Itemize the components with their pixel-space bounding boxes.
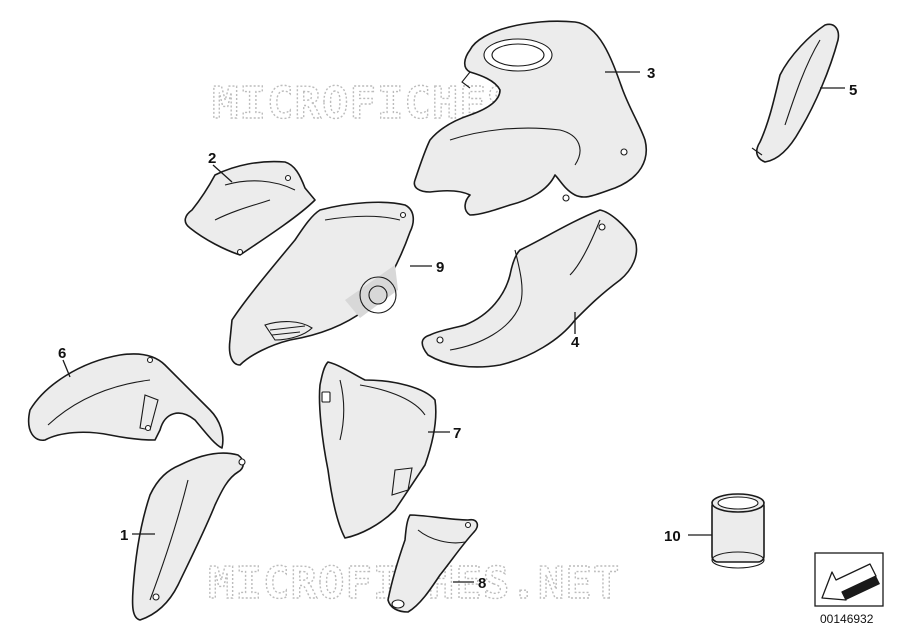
part-9-headlight-cover[interactable] <box>228 201 415 366</box>
orientation-arrow-icon <box>814 552 884 607</box>
part-4-side-trim[interactable] <box>421 209 638 368</box>
part-1-side-panel[interactable] <box>131 452 246 621</box>
part-7-fairing-panel[interactable] <box>318 361 437 539</box>
callout-1: 1 <box>120 527 128 544</box>
callout-5: 5 <box>849 82 857 99</box>
part-5-small-trim[interactable] <box>751 23 840 163</box>
callout-4: 4 <box>571 334 580 351</box>
callout-10: 10 <box>664 528 681 545</box>
document-number: 00146932 <box>820 612 874 626</box>
part-10-sleeve[interactable] <box>711 493 765 569</box>
callout-3: 3 <box>647 65 655 82</box>
part-6-front-fender[interactable] <box>27 353 224 449</box>
part-2-small-cover[interactable] <box>184 160 316 256</box>
leader-lines <box>62 71 845 583</box>
part-8-lower-bracket[interactable] <box>387 514 479 613</box>
callout-9: 9 <box>436 259 444 276</box>
callout-6: 6 <box>58 345 66 362</box>
part-3-tank-cover[interactable] <box>413 20 647 216</box>
callout-2: 2 <box>208 150 216 167</box>
callout-7: 7 <box>453 425 461 442</box>
callout-8: 8 <box>478 575 486 592</box>
